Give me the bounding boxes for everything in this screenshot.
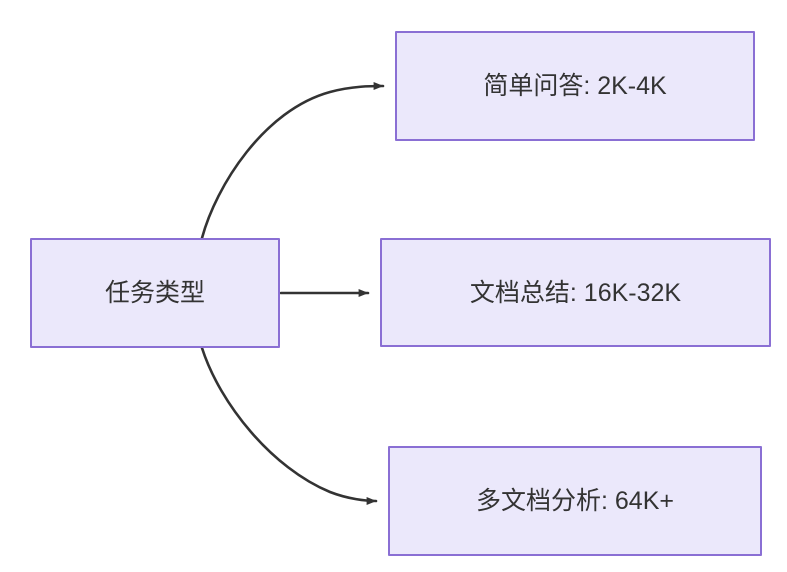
node-task-type[interactable]: 任务类型 <box>30 238 280 348</box>
node-multi-doc[interactable]: 多文档分析: 64K+ <box>388 446 762 556</box>
node-simple-qa-label: 简单问答: 2K-4K <box>483 72 667 100</box>
node-task-type-label: 任务类型 <box>104 279 205 307</box>
node-doc-summary[interactable]: 文档总结: 16K-32K <box>380 238 771 347</box>
edge-root-to-simple-qa <box>200 82 385 240</box>
node-simple-qa[interactable]: 简单问答: 2K-4K <box>395 31 755 141</box>
node-doc-summary-label: 文档总结: 16K-32K <box>469 278 682 307</box>
edge-root-to-multi-doc <box>200 346 378 505</box>
node-multi-doc-label: 多文档分析: 64K+ <box>476 487 674 515</box>
